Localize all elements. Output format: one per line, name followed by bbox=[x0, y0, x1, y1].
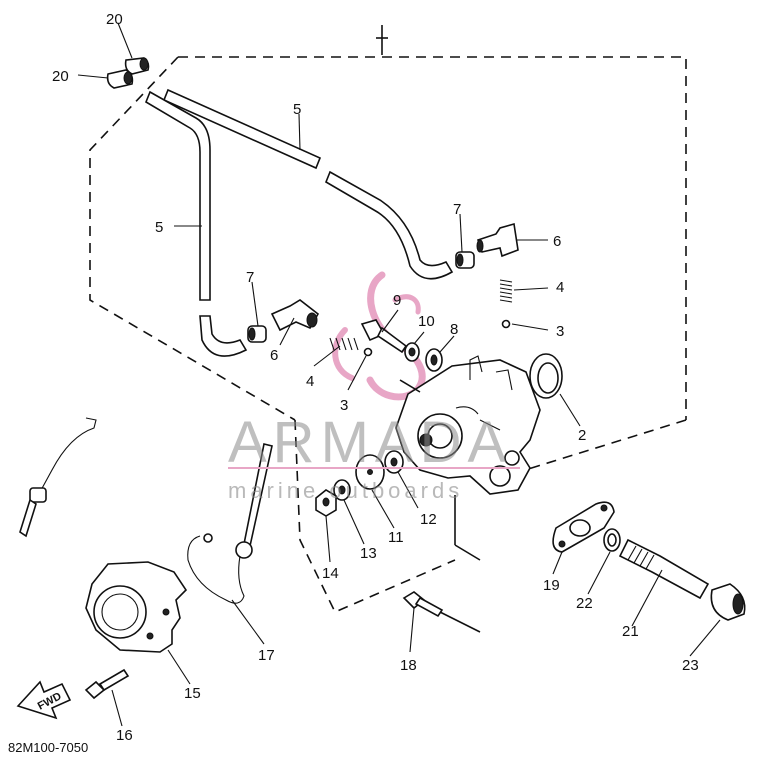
part-11-gasket bbox=[355, 454, 385, 490]
part-18-bolt bbox=[402, 591, 444, 618]
callout-23: 23 bbox=[682, 657, 699, 674]
callout-13: 13 bbox=[360, 545, 377, 562]
callout-18: 18 bbox=[400, 657, 417, 674]
part-5-hose-left bbox=[145, 90, 248, 357]
forward-direction-arrow: FWD bbox=[16, 680, 72, 720]
part-2-ring bbox=[529, 353, 563, 399]
callout-4-left: 4 bbox=[306, 373, 314, 390]
callout-20-top: 20 bbox=[106, 11, 123, 28]
part-17-sender-wire bbox=[187, 443, 273, 604]
callout-19: 19 bbox=[543, 577, 560, 594]
part-20-cap-lower bbox=[106, 69, 134, 89]
watermark-brand: ARMADA bbox=[228, 410, 512, 475]
part-22-o-ring bbox=[603, 528, 621, 552]
watermark-tagline: marine outboards bbox=[228, 478, 463, 503]
part-20-cap-upper bbox=[124, 57, 150, 75]
callout-7-left: 7 bbox=[246, 269, 254, 286]
part-16-screw bbox=[84, 668, 130, 700]
part-23-bushing bbox=[710, 583, 746, 621]
part-5-hose-upper bbox=[162, 88, 454, 280]
assembly-boundary bbox=[89, 25, 687, 633]
part-8-seal bbox=[425, 348, 443, 372]
part-3-ball-left bbox=[363, 347, 373, 357]
callout-22: 22 bbox=[576, 595, 593, 612]
callout-21: 21 bbox=[622, 623, 639, 640]
callout-7-right: 7 bbox=[453, 201, 461, 218]
part-19-gasket-plate bbox=[552, 501, 615, 553]
part-7-clip-left bbox=[247, 325, 267, 343]
callout-11: 11 bbox=[388, 529, 404, 546]
pump-housing bbox=[395, 355, 541, 495]
part-4-spring-left bbox=[329, 337, 359, 351]
callout-12: 12 bbox=[420, 511, 437, 528]
callout-14: 14 bbox=[322, 565, 339, 582]
part-4-spring-right bbox=[499, 279, 513, 303]
callout-8: 8 bbox=[450, 321, 458, 338]
drawing-code: 82M100-7050 bbox=[8, 740, 88, 755]
callout-3-left: 3 bbox=[340, 397, 348, 414]
sensor-lead-left bbox=[19, 417, 97, 538]
part-3-ball-right bbox=[501, 319, 511, 329]
callout-15: 15 bbox=[184, 685, 201, 702]
part-7-clip-right bbox=[455, 251, 475, 269]
callout-16: 16 bbox=[116, 727, 133, 744]
text-watermark: ARMADA marine outboards bbox=[228, 410, 520, 503]
callout-4-right: 4 bbox=[556, 279, 564, 296]
callout-numbers: 20 20 5 5 7 6 4 3 7 6 9 10 8 4 3 2 12 11… bbox=[52, 11, 699, 744]
callout-5-left: 5 bbox=[155, 219, 163, 236]
part-10-washer bbox=[404, 342, 420, 362]
part-13-washer bbox=[333, 479, 351, 501]
part-21-shaft bbox=[618, 538, 710, 600]
callout-10: 10 bbox=[418, 313, 435, 330]
part-15-cover bbox=[85, 561, 188, 653]
callout-9: 9 bbox=[393, 292, 401, 309]
callout-6-left: 6 bbox=[270, 347, 278, 364]
part-6-elbow-right bbox=[476, 222, 519, 258]
callout-17: 17 bbox=[258, 647, 275, 664]
callout-2: 2 bbox=[578, 427, 586, 444]
callout-20-bottom: 20 bbox=[52, 68, 69, 85]
part-14-nut bbox=[315, 489, 337, 517]
leader-lines bbox=[77, 22, 721, 727]
part-9-bolt bbox=[360, 319, 408, 354]
part-6-elbow-left bbox=[270, 299, 320, 332]
callout-6-right: 6 bbox=[553, 233, 561, 250]
callout-3-right: 3 bbox=[556, 323, 564, 340]
callout-5-top: 5 bbox=[293, 101, 301, 118]
